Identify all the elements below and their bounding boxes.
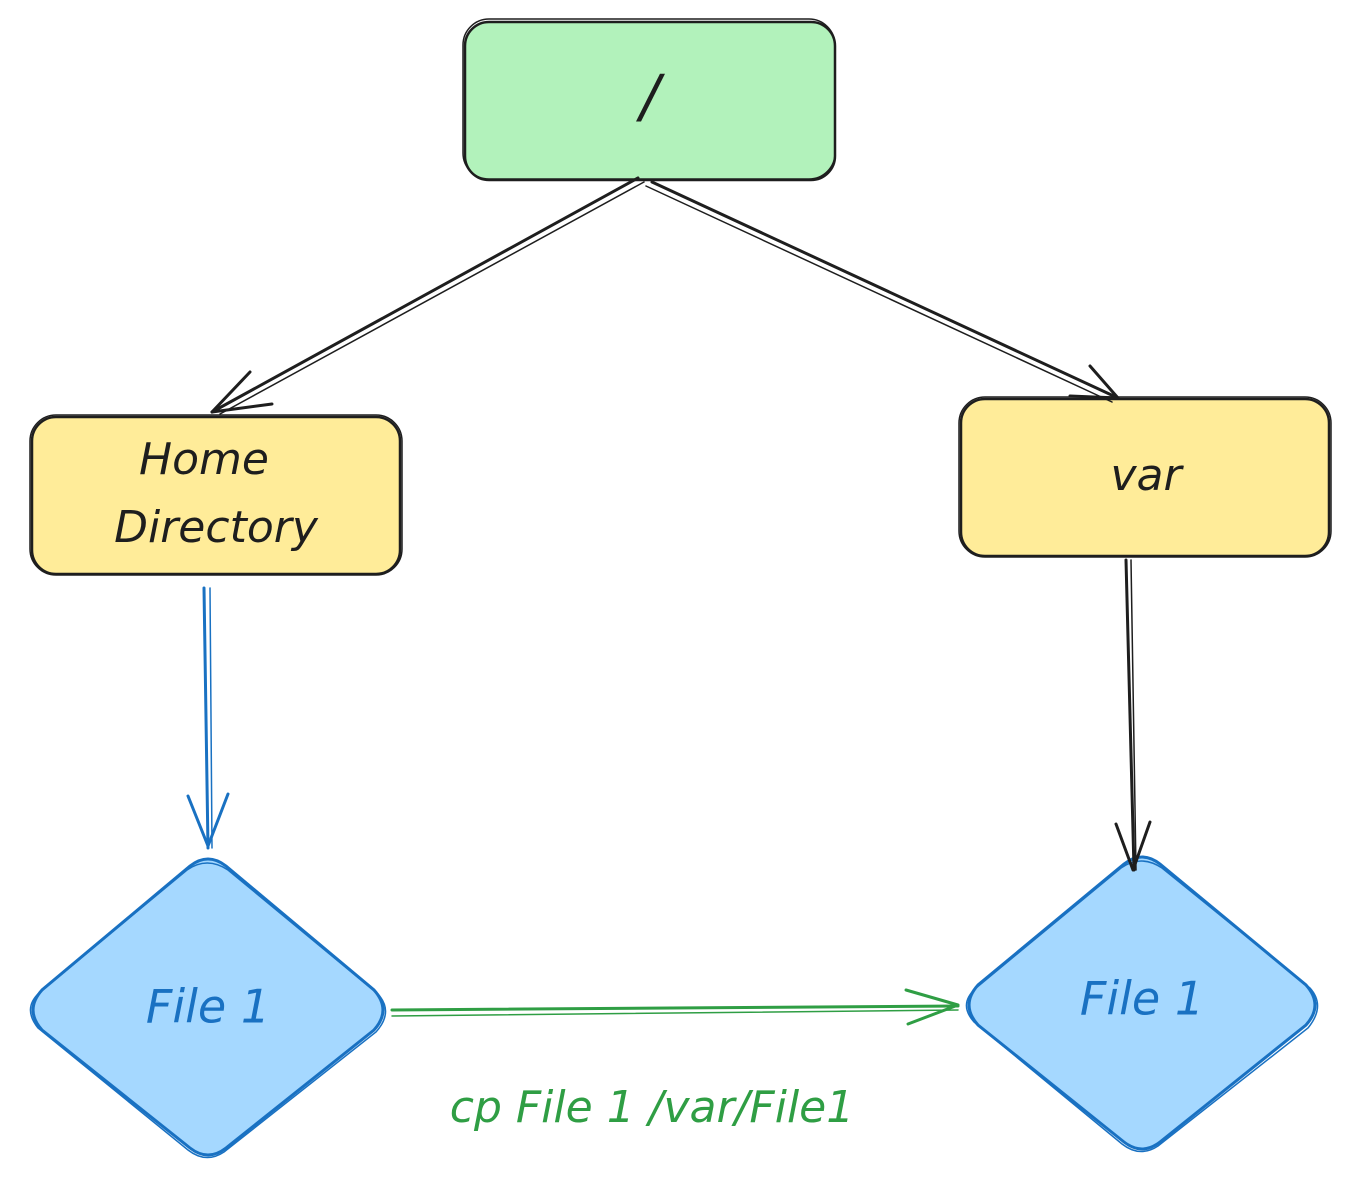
arrow-home-to-file-line (202, 586, 210, 850)
file-home-diamond (31, 857, 385, 1157)
file-home-diamond-sketch (29, 862, 387, 1159)
arrow-var-to-file (1114, 558, 1152, 872)
file-home-node[interactable]: File 1 (29, 857, 387, 1159)
home-directory-label-line2: Directory (114, 502, 319, 553)
var-node-box-sketch (958, 396, 1332, 558)
arrow-root-to-var (645, 180, 1120, 403)
arrow-home-to-file-line-sketch (209, 587, 213, 849)
arrow-var-to-file-line-sketch (1130, 559, 1137, 871)
arrow-var-to-file-line (1124, 558, 1136, 872)
root-node-box-sketch (462, 18, 836, 180)
var-node[interactable]: var (958, 396, 1332, 558)
file-var-diamond-sketch (965, 860, 1319, 1153)
arrow-copy (390, 988, 960, 1026)
file-var-label: File 1 (1080, 972, 1204, 1026)
arrow-home-to-file (186, 586, 230, 850)
var-node-box (959, 397, 1331, 558)
home-directory-node[interactable]: Home Directory (29, 414, 403, 576)
arrow-var-to-file-head (1114, 820, 1152, 872)
root-node[interactable]: / (462, 18, 837, 182)
file-home-label: File 1 (146, 980, 270, 1034)
file-var-node[interactable]: File 1 (965, 855, 1319, 1153)
arrow-root-to-home-line (210, 176, 640, 414)
arrow-root-to-var-head (1068, 364, 1120, 400)
arrow-copy-line (390, 1004, 960, 1012)
home-directory-box (30, 415, 402, 576)
file-var-diamond (967, 855, 1317, 1151)
arrow-root-to-var-line-sketch (645, 185, 1113, 403)
arrow-root-to-var-line (650, 180, 1120, 400)
arrow-root-to-home (210, 176, 645, 415)
arrow-root-to-home-head (210, 370, 274, 414)
home-directory-box-sketch (29, 414, 403, 576)
var-node-label: var (1110, 450, 1184, 501)
arrow-root-to-home-line-sketch (219, 181, 645, 415)
arrow-copy-line-sketch (391, 1009, 959, 1017)
arrow-home-to-file-head (186, 792, 230, 848)
copy-command-label: cp File 1 /var/File1 (450, 1082, 854, 1133)
home-directory-label-line1: Home (139, 434, 269, 485)
arrow-copy-head (904, 988, 960, 1026)
